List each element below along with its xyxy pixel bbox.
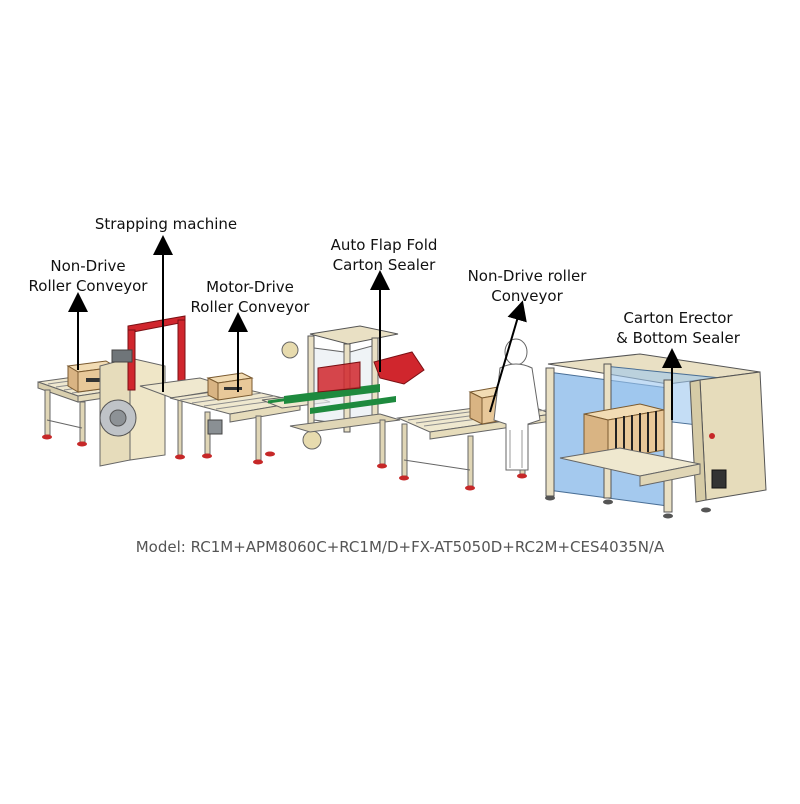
label-line: Non-Drive: [50, 257, 126, 275]
label-auto-flap-fold-carton-sealer: Auto Flap Fold Carton Sealer: [314, 235, 454, 275]
label-line: Conveyor: [491, 287, 563, 305]
label-line: Roller Conveyor: [28, 277, 148, 295]
label-non-drive-roller-conveyor-2: Non-Drive roller Conveyor: [452, 266, 602, 306]
carton-erector-bottom-sealer: [545, 353, 767, 519]
label-non-drive-roller-conveyor: Non-Drive Roller Conveyor: [18, 256, 158, 296]
label-line: Roller Conveyor: [190, 298, 310, 316]
model-caption: Model: RC1M+APM8060C+RC1M/D+FX-AT5050D+R…: [135, 538, 665, 556]
auto-flap-fold-carton-sealer: [261, 325, 425, 469]
label-line: Carton Erector: [623, 309, 733, 327]
non-drive-roller-conveyor-2: [396, 338, 553, 491]
label-line: Strapping machine: [94, 215, 238, 233]
label-line: Motor-Drive: [206, 278, 294, 296]
label-carton-erector-bottom-sealer: Carton Erector & Bottom Sealer: [608, 308, 748, 348]
label-line: & Bottom Sealer: [616, 329, 740, 347]
label-line: Non-Drive roller: [467, 267, 587, 285]
callout-arrows: [68, 235, 682, 420]
label-motor-drive-roller-conveyor: Motor-Drive Roller Conveyor: [180, 277, 320, 317]
label-line: Auto Flap Fold: [330, 236, 438, 254]
label-strapping-machine: Strapping machine: [86, 214, 246, 234]
label-line: Carton Sealer: [332, 256, 436, 274]
arrow-non-drive-roller-conveyor-2: [489, 300, 527, 413]
